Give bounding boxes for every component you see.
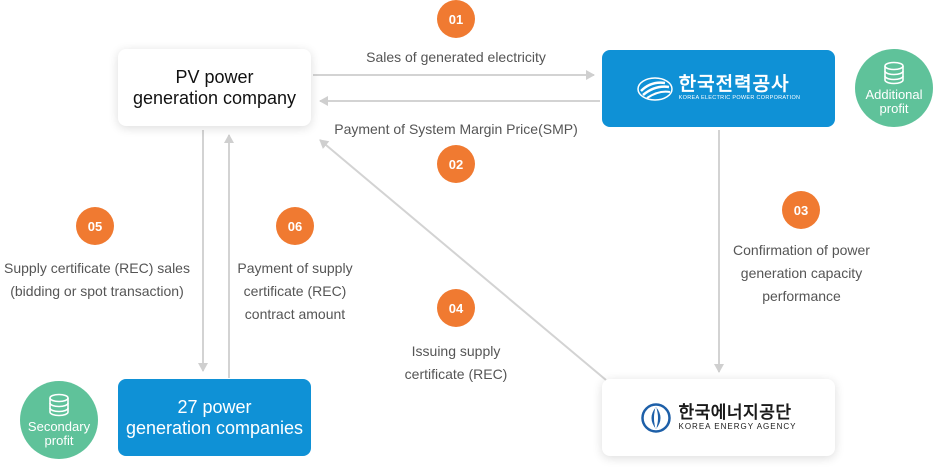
step-03-badge: 03 <box>782 191 820 229</box>
step-04-label: Issuing supply certificate (REC) <box>404 343 508 382</box>
step-01-badge: 01 <box>437 0 475 38</box>
additional-profit-circle: Additional profit <box>855 49 933 127</box>
kea-name-kr: 한국에너지공단 <box>678 403 792 422</box>
additional-profit-line1: Additional <box>865 86 923 102</box>
kepco-box: 한국전력공사 KOREA ELECTRIC POWER CORPORATION <box>602 50 835 127</box>
step-05-label: Supply certificate (REC) sales (bidding … <box>4 260 190 299</box>
secondary-profit-line2: profit <box>44 432 74 448</box>
step-02-label: Payment of System Margin Price(SMP) <box>334 121 578 137</box>
power-companies-line2: generation companies <box>125 417 304 438</box>
step-06-badge: 06 <box>276 207 314 245</box>
kea-emblem-icon <box>640 402 671 433</box>
kepco-name-kr: 한국전력공사 <box>678 74 790 95</box>
kepco-name-en: KOREA ELECTRIC POWER CORPORATION <box>678 95 801 101</box>
step-05-badge: 05 <box>76 207 114 245</box>
secondary-profit-line1: Secondary <box>27 418 91 434</box>
secondary-profit-circle: Secondary profit <box>20 381 98 459</box>
power-companies-line1: 27 power <box>177 396 252 417</box>
kea-box: 한국에너지공단 KOREA ENERGY AGENCY <box>602 379 835 456</box>
pv-power-company-box: PV power generation company <box>118 49 311 126</box>
step-03-label: Confirmation of power generation capacit… <box>733 242 870 304</box>
kea-logo: 한국에너지공단 KOREA ENERGY AGENCY <box>640 402 797 433</box>
pv-company-line2: generation company <box>132 87 297 108</box>
step-01-label: Sales of generated electricity <box>366 49 546 65</box>
step-02-badge: 02 <box>437 145 475 183</box>
additional-profit-line2: profit <box>879 100 909 116</box>
pv-company-line1: PV power <box>175 66 254 87</box>
kea-name-en: KOREA ENERGY AGENCY <box>678 422 797 431</box>
kepco-logo: 한국전력공사 KOREA ELECTRIC POWER CORPORATION <box>636 74 801 102</box>
kepco-emblem-icon <box>636 76 673 101</box>
arrow-step-04 <box>319 139 607 381</box>
power-companies-box: 27 power generation companies <box>118 379 311 456</box>
step-06-label: Payment of supply certificate (REC) cont… <box>237 260 353 322</box>
step-04-badge: 04 <box>437 289 475 327</box>
coin-stack-icon <box>49 393 69 416</box>
coin-stack-icon <box>884 61 904 84</box>
